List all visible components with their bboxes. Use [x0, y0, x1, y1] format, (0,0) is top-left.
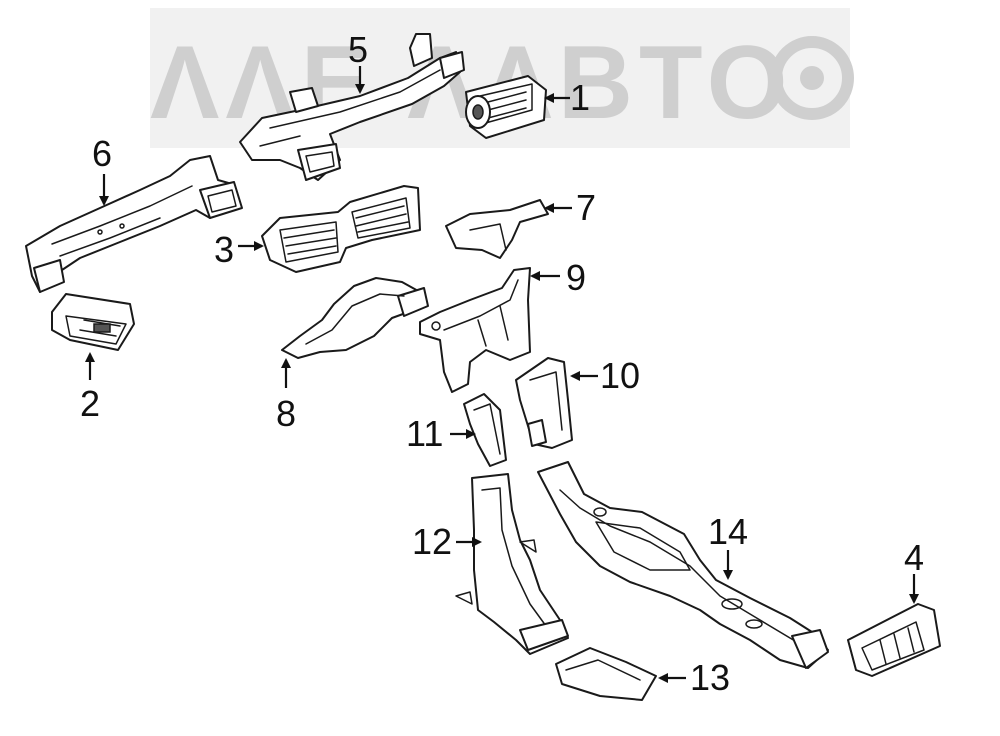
part-3-vents [261, 185, 421, 273]
callout-8: 8 [276, 393, 296, 434]
callout-13: 13 [690, 657, 730, 698]
callout-9: 9 [566, 257, 586, 298]
part-8-duct [281, 277, 429, 359]
callout-labels: 1 2 3 4 5 6 7 8 9 10 11 12 13 14 [80, 29, 924, 698]
part-11-duct [463, 393, 507, 467]
part-13-duct [555, 647, 657, 701]
callout-2: 2 [80, 383, 100, 424]
part-6-duct [25, 155, 243, 293]
callout-12: 12 [412, 521, 452, 562]
part-10-duct [515, 357, 573, 449]
part-2-vent [51, 293, 135, 351]
callout-5: 5 [348, 29, 368, 70]
callout-1: 1 [570, 77, 590, 118]
part-9-duct [419, 267, 531, 393]
callout-14: 14 [708, 511, 748, 552]
callout-leaders [85, 66, 919, 683]
part-7-duct [445, 199, 549, 259]
callout-7: 7 [576, 187, 596, 228]
part-1-vent [465, 75, 547, 139]
callout-6: 6 [92, 133, 112, 174]
callout-4: 4 [904, 537, 924, 578]
part-5-duct [239, 33, 465, 181]
callout-3: 3 [214, 229, 234, 270]
callout-10: 10 [600, 355, 640, 396]
callout-11: 11 [406, 413, 443, 454]
watermark-logo-icon [770, 36, 854, 120]
part-14-duct [537, 461, 829, 669]
part-12-duct [455, 473, 569, 655]
part-4-vent [847, 603, 941, 677]
